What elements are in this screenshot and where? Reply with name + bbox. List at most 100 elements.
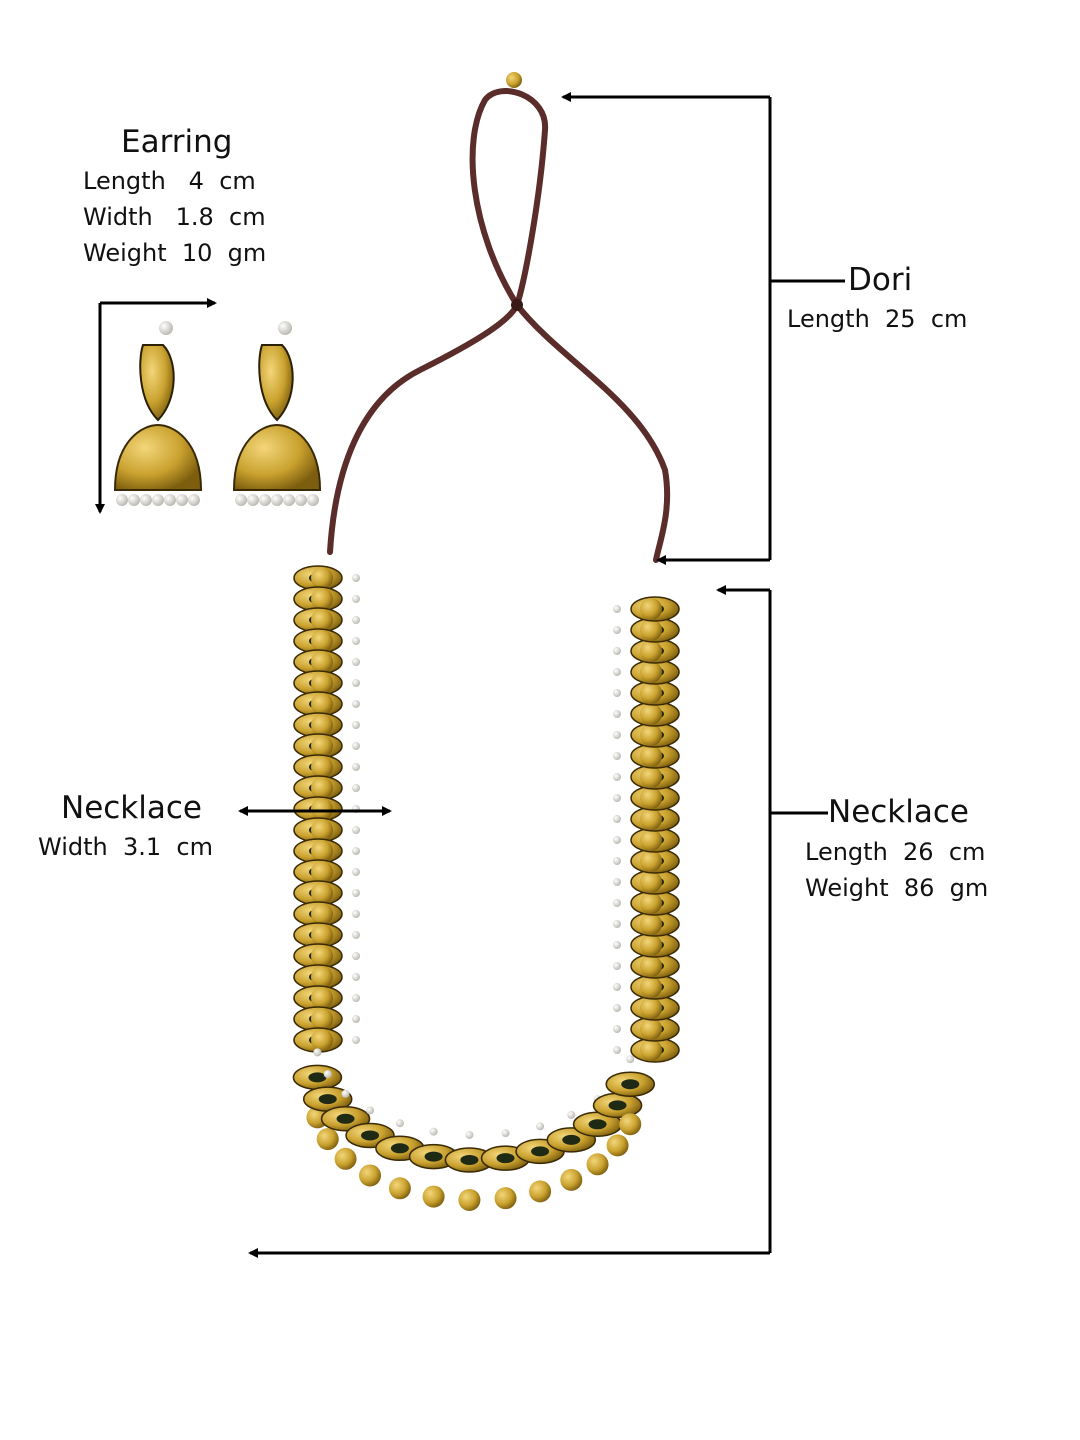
- pearl-bead: [352, 952, 360, 960]
- earring-length: Length 4 cm: [83, 167, 256, 195]
- gold-drop-bead: [640, 934, 662, 956]
- pearl-bead: [352, 826, 360, 834]
- earrings: [113, 321, 322, 506]
- jhumka-pearl: [259, 494, 271, 506]
- gold-drop-bead: [311, 777, 333, 799]
- pearl-bead: [352, 595, 360, 603]
- gold-drop-bead: [311, 609, 333, 631]
- gold-drop-bead: [640, 850, 662, 872]
- earring-peacock-top: [258, 344, 294, 422]
- pearl-bead: [323, 1070, 332, 1079]
- pearl-bead: [352, 658, 360, 666]
- jhumka-pearl: [307, 494, 319, 506]
- pearl-bead: [613, 815, 621, 823]
- gold-drop-bead: [311, 945, 333, 967]
- pearl-bead: [613, 857, 621, 865]
- gold-drop-bead: [640, 955, 662, 977]
- gold-drop-bead: [640, 829, 662, 851]
- gold-drop-bead: [311, 1008, 333, 1030]
- enamel-inlay: [424, 1151, 443, 1162]
- pearl-bead: [352, 1015, 360, 1023]
- gold-drop-bead: [311, 672, 333, 694]
- gold-drop-bead: [640, 661, 662, 683]
- pearl-bead: [613, 605, 621, 613]
- enamel-inlay: [308, 1072, 327, 1083]
- jhumka-pearl: [283, 494, 295, 506]
- pearl-bead: [352, 742, 360, 750]
- enamel-inlay: [496, 1153, 515, 1164]
- gold-drop-bead: [640, 997, 662, 1019]
- necklace-weight: Weight 86 gm: [805, 874, 989, 902]
- pearl-bead: [352, 931, 360, 939]
- pearl-bead: [352, 763, 360, 771]
- gold-drop-bead: [311, 1029, 333, 1051]
- gold-drop-bead: [311, 567, 333, 589]
- necklace-width-value: Width 3.1 cm: [38, 833, 213, 861]
- pearl-bead: [352, 994, 360, 1002]
- pearl-bead: [352, 973, 360, 981]
- pearl-bead: [352, 700, 360, 708]
- gold-drop-bead: [422, 1185, 445, 1208]
- dori-title: Dori: [848, 262, 913, 298]
- gold-drop-bead: [640, 724, 662, 746]
- pearl-bead: [567, 1110, 576, 1119]
- gold-drop-bead: [311, 756, 333, 778]
- pearl-bead: [352, 1036, 360, 1044]
- pearl-bead: [341, 1089, 350, 1098]
- jhumka-pearl: [128, 494, 140, 506]
- pearl-bead: [613, 647, 621, 655]
- enamel-inlay: [608, 1100, 627, 1111]
- dori-length: Length 25 cm: [787, 305, 968, 333]
- pearl-bead: [613, 773, 621, 781]
- enamel-inlay: [588, 1119, 607, 1130]
- enamel-inlay: [318, 1094, 337, 1105]
- pearl-bead: [613, 983, 621, 991]
- pearl-bead: [429, 1127, 438, 1136]
- pearl-bead: [613, 878, 621, 886]
- jhumka-pearl: [271, 494, 283, 506]
- pearl-bead: [352, 847, 360, 855]
- necklace-length: Length 26 cm: [805, 838, 986, 866]
- gold-drop-bead: [529, 1180, 552, 1203]
- necklace-beads: [292, 565, 680, 1211]
- gold-drop-bead: [311, 651, 333, 673]
- gold-drop-bead: [640, 703, 662, 725]
- necklace-width-title: Necklace: [61, 790, 202, 826]
- pearl-bead: [613, 899, 621, 907]
- pearl-bead: [613, 752, 621, 760]
- pearl-bead: [626, 1055, 635, 1064]
- enamel-inlay: [336, 1113, 355, 1124]
- pearl-bead: [352, 889, 360, 897]
- enamel-inlay: [361, 1130, 380, 1141]
- gold-drop-bead: [311, 861, 333, 883]
- pearl-bead: [352, 721, 360, 729]
- enamel-inlay: [460, 1154, 479, 1165]
- earring-stud-pearl: [159, 321, 173, 335]
- pearl-bead: [613, 626, 621, 634]
- pearl-bead: [352, 784, 360, 792]
- gold-drop-bead: [640, 808, 662, 830]
- gold-drop-bead: [640, 1018, 662, 1040]
- gold-drop-bead: [619, 1113, 642, 1136]
- jhumka-pearl: [116, 494, 128, 506]
- earring-stud-pearl: [278, 321, 292, 335]
- pearl-bead: [613, 941, 621, 949]
- gold-drop-bead: [311, 798, 333, 820]
- earring-weight: Weight 10 gm: [83, 239, 267, 267]
- gold-drop-bead: [311, 630, 333, 652]
- gold-drop-bead: [640, 787, 662, 809]
- gold-drop-bead: [640, 766, 662, 788]
- gold-drop-bead: [311, 588, 333, 610]
- pearl-bead: [613, 962, 621, 970]
- gold-drop-bead: [311, 714, 333, 736]
- jhumka-pearl: [295, 494, 307, 506]
- gold-drop-bead: [311, 903, 333, 925]
- pearl-bead: [465, 1130, 474, 1139]
- pearl-bead: [613, 1004, 621, 1012]
- earring-width: Width 1.8 cm: [83, 203, 266, 231]
- gold-drop-bead: [311, 882, 333, 904]
- jhumka-pearl: [235, 494, 247, 506]
- jhumka-pearl: [152, 494, 164, 506]
- pearl-bead: [352, 637, 360, 645]
